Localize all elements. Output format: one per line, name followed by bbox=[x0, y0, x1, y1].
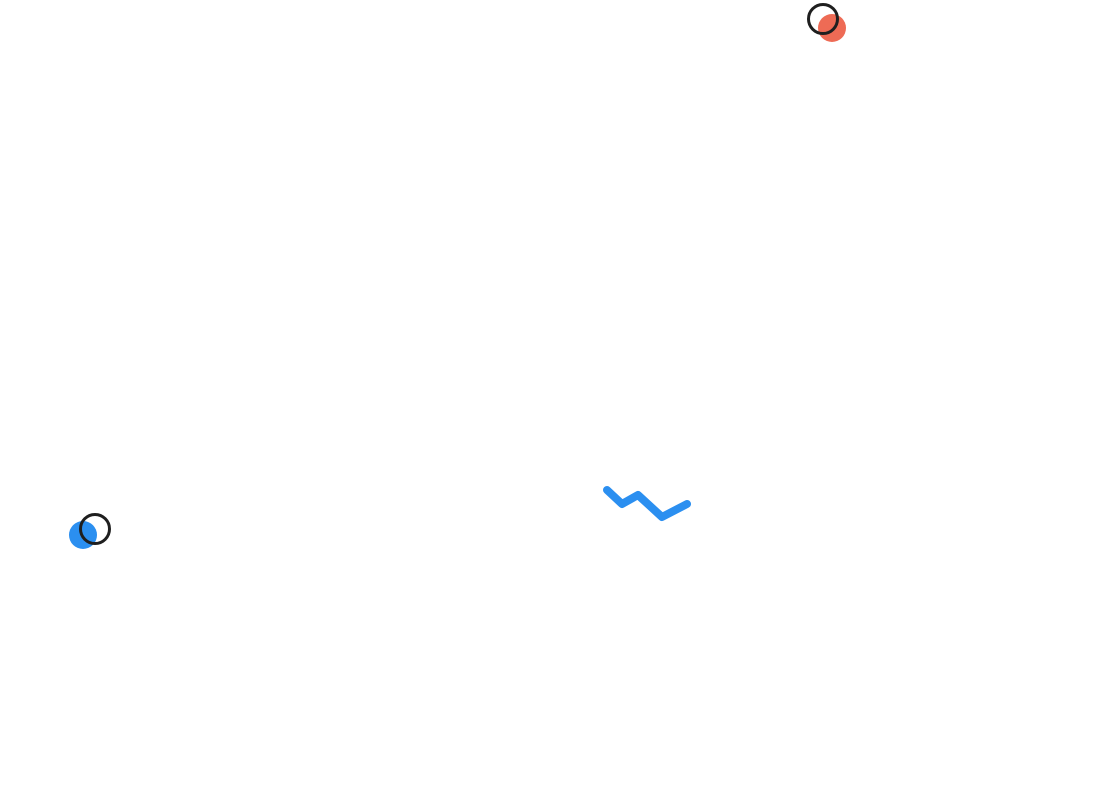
orange-dot bbox=[818, 14, 846, 42]
orange-dot-ring-icon bbox=[807, 3, 846, 42]
zigzag-stroke bbox=[603, 486, 691, 521]
blue-dot-ring-icon bbox=[69, 513, 111, 549]
zigzag-line-icon bbox=[603, 486, 691, 521]
dark-ring bbox=[79, 513, 111, 545]
dark-ring bbox=[807, 3, 839, 35]
